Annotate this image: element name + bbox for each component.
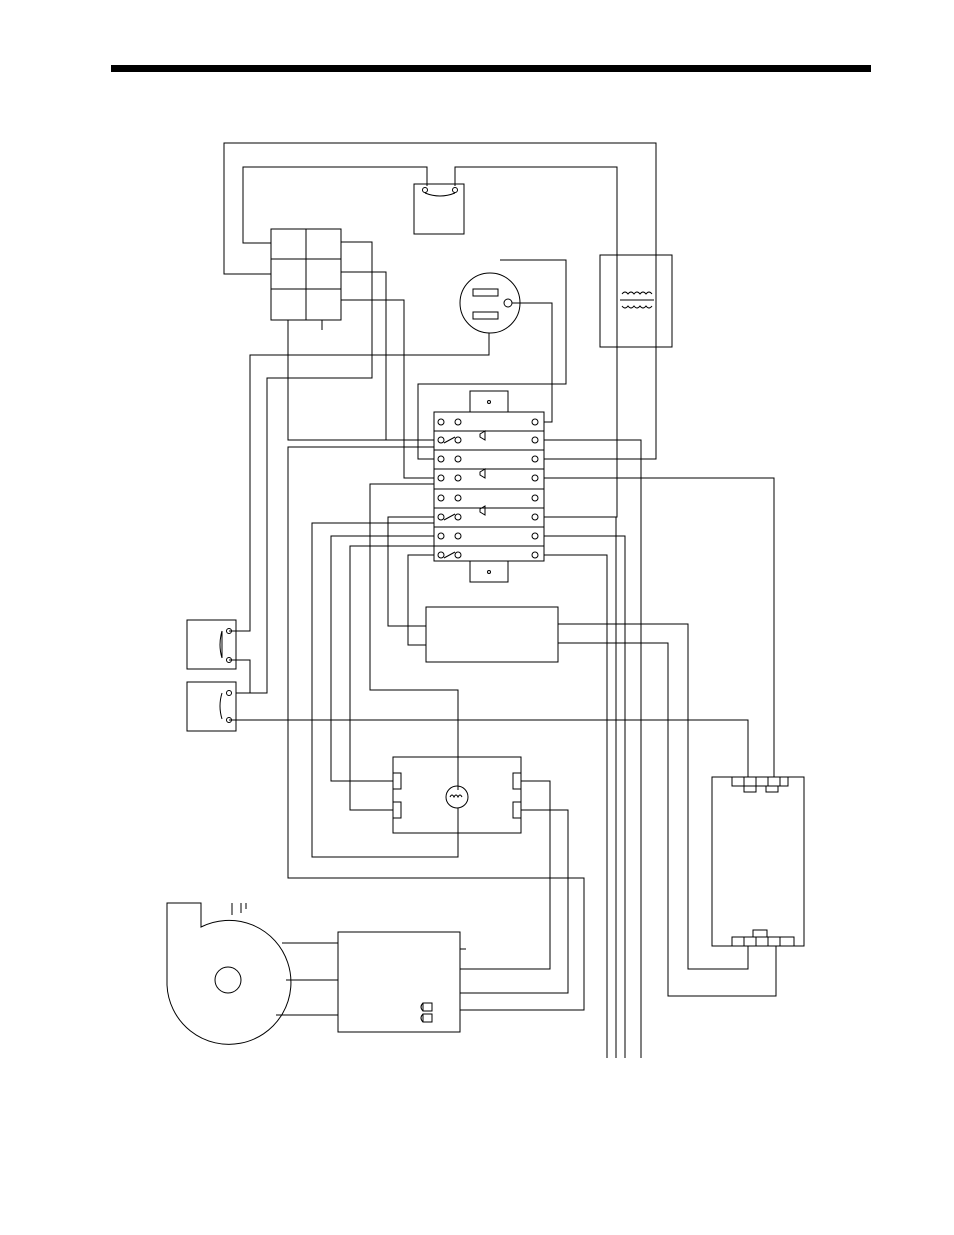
receptacle — [460, 273, 520, 333]
ignition-control-board — [712, 777, 804, 946]
wiring — [224, 143, 776, 1058]
blower-motor — [338, 932, 460, 1032]
switch-upper — [187, 620, 236, 669]
relay-terminal-board — [434, 391, 544, 582]
transformer — [600, 255, 672, 347]
control-module — [426, 607, 558, 662]
switch-lower — [187, 682, 236, 731]
timer-motor-box — [393, 757, 521, 833]
blower-housing — [167, 903, 291, 1044]
terminal-block — [271, 229, 341, 320]
limit-switch — [414, 184, 464, 234]
